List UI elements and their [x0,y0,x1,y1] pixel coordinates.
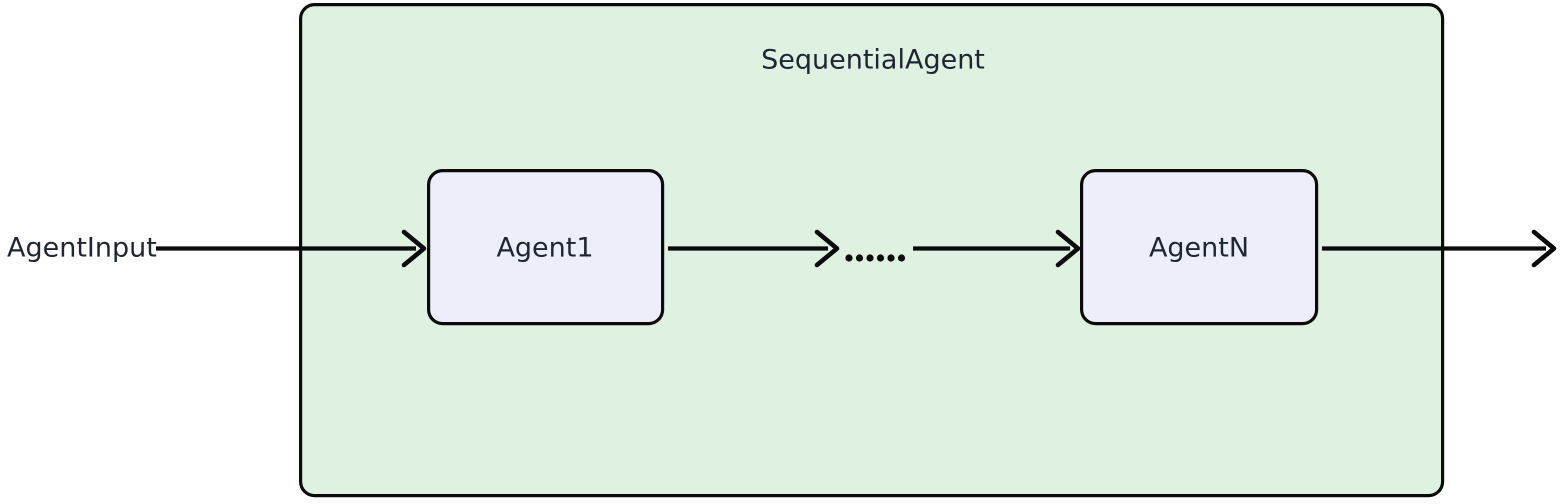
ellipsis-dot [866,254,874,262]
ellipsis-dot [876,254,885,262]
agentn-label: AgentN [1149,233,1249,264]
edge-input-to-agent1 [156,229,427,268]
edge-ellipsis-to-agentN [913,229,1081,268]
agentn-box[interactable] [1079,169,1319,326]
arrow-head-output [1531,229,1557,268]
agent1-box[interactable] [427,169,665,326]
arrow-head-input [401,229,427,268]
node-agent1[interactable]: Agent1 [427,169,665,326]
ellipsis-dot [855,254,864,262]
node-agentn[interactable]: AgentN [1079,169,1319,326]
agent1-label: Agent1 [496,233,593,264]
group-title: SequentialAgent [761,45,985,76]
ellipsis-dot [845,254,853,262]
edge-agent1-to-ellipsis [668,229,840,268]
ellipsis-dot [897,254,906,262]
ellipsis-dots [845,254,906,262]
agent-input-label: AgentInput [7,233,157,264]
ellipsis-dot [887,254,895,262]
edge-agentn-to-output [1322,229,1557,268]
arrow-head-agent1-ellipsis [814,229,840,268]
arrow-head-ellipsis-agentN [1055,229,1081,268]
